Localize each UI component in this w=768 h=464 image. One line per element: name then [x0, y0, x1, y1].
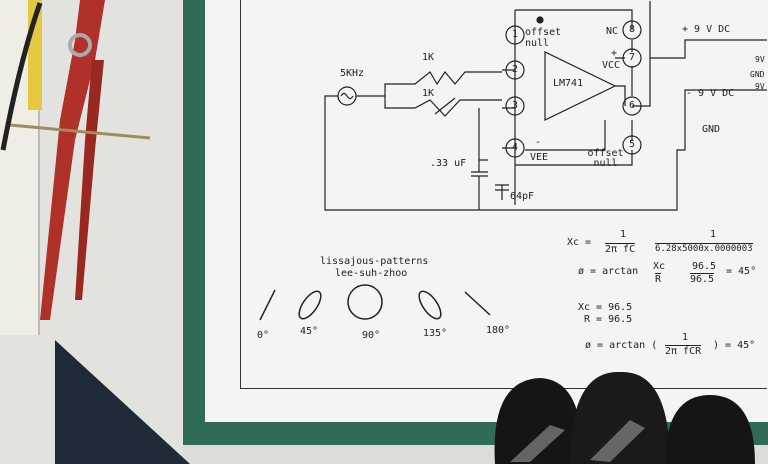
xc-num: 1 [620, 229, 627, 240]
angle-135: 135° [423, 328, 448, 339]
lissajous-pronunciation: lee-suh-zhoo [335, 268, 408, 279]
source-label: 5KHz [340, 68, 365, 79]
pattern-135 [418, 290, 442, 320]
pattern-180 [464, 291, 491, 316]
pin-1: 1 [512, 29, 519, 40]
angle-90: 90° [362, 330, 381, 341]
offset-null-top: offset null [525, 27, 562, 49]
xc-value: Xc = 96.5 [578, 302, 633, 313]
minus-label: - [535, 137, 542, 148]
capacitor-label: .33 uF [430, 158, 467, 169]
paper-border [240, 0, 767, 389]
pattern-90 [347, 284, 383, 320]
pin-6: 6 [629, 100, 636, 111]
xc-num2: 1 [710, 229, 717, 240]
pattern-45 [298, 290, 322, 320]
pos-supply-label: + 9 V DC [682, 24, 731, 35]
phi-result: = 45° [726, 266, 757, 277]
phi-frac-num: Xc [653, 261, 666, 272]
ic-label: LM741 [553, 78, 584, 89]
phi2-den: 2π fCR [665, 345, 702, 357]
caliper [0, 0, 151, 320]
pattern-0 [259, 289, 276, 321]
phi2-result: ) = 45° [713, 340, 756, 351]
phi-line1: ø = arctan [578, 266, 639, 277]
vee-label: VEE [530, 152, 549, 163]
angle-0: 0° [257, 330, 270, 341]
nc-label: NC [606, 26, 619, 37]
xc-den: 2π fC [605, 243, 636, 255]
resistor-2-label: 1K [422, 88, 435, 99]
angle-45: 45° [300, 326, 319, 337]
phi2-num: 1 [682, 332, 689, 343]
pin-4: 4 [512, 142, 519, 153]
pin-2: 2 [512, 64, 519, 75]
pin-8: 8 [629, 24, 636, 35]
resistor-1-label: 1K [422, 52, 435, 63]
black-glove [494, 371, 755, 464]
paper-sheet [205, 0, 768, 422]
gnd-label: GND [702, 124, 721, 135]
phi-den: 96.5 [690, 273, 715, 285]
pin-5: 5 [629, 139, 636, 150]
xc-lhs: Xc = [567, 237, 592, 248]
edge-label-9v-2: 9V [755, 82, 765, 91]
circuit-schematic [324, 1, 767, 211]
neg-supply-label: - 9 V DC [686, 88, 735, 99]
lissajous-figures [259, 284, 491, 321]
plus-label: + [611, 48, 618, 59]
phi-frac-den: R [655, 273, 662, 285]
phi-line2: ø = arctan ( [585, 340, 658, 351]
angle-180: 180° [486, 325, 511, 336]
vcc-label: VCC [602, 60, 621, 71]
offset-null-bottom: offset null [587, 148, 624, 169]
dark-triangle-ruler [55, 340, 190, 464]
pin-3: 3 [512, 100, 519, 111]
r-value: R = 96.5 [584, 314, 633, 325]
pin-7: 7 [629, 52, 636, 63]
edge-label-gnd: GND [750, 70, 765, 79]
edge-label-9v: 9V [755, 55, 765, 64]
capacitor-64pf-label: 64pF [510, 191, 535, 202]
lissajous-title: lissajous-patterns [320, 256, 429, 267]
phi-num: 96.5 [692, 261, 717, 272]
xc-den2: 6.28x5000x.0000003 [655, 243, 753, 254]
